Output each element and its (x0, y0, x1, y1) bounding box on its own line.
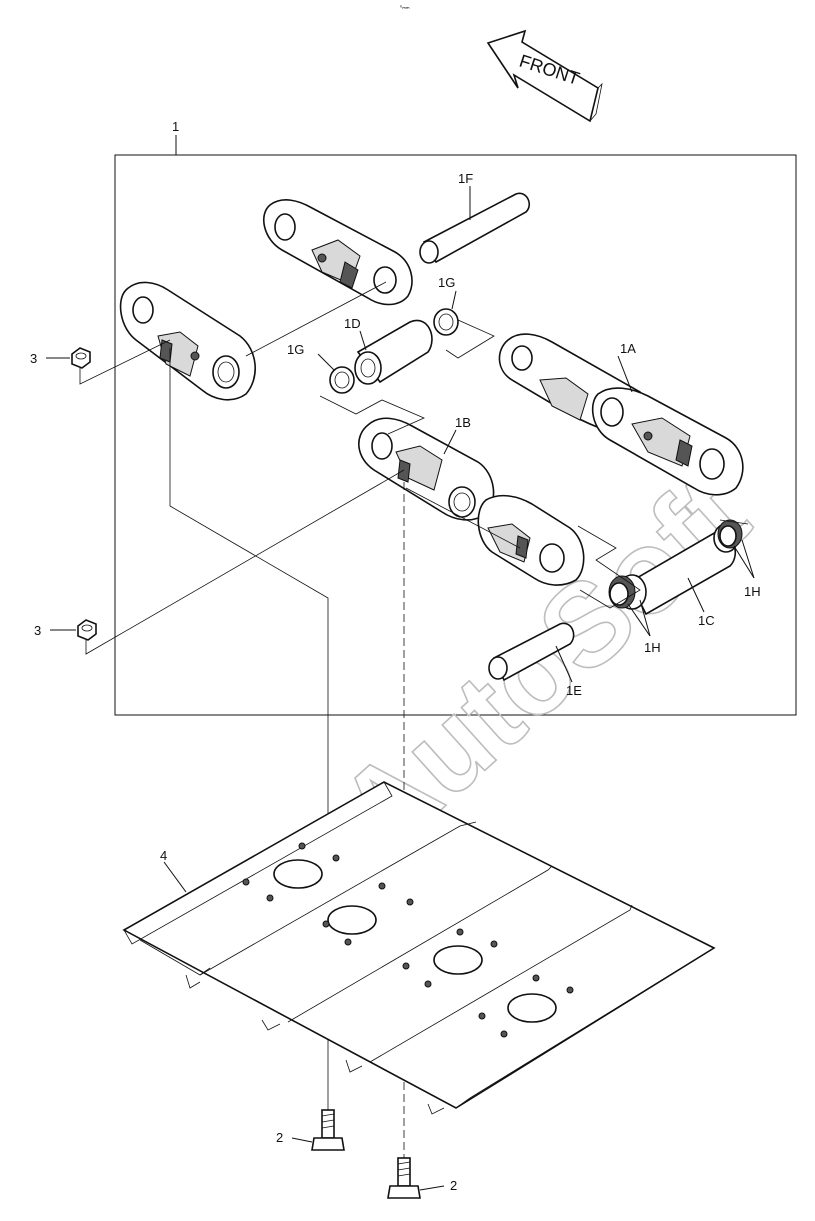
seal-1h-left: 1H (608, 575, 661, 655)
callout-1h-left: 1H (644, 640, 661, 655)
nut-3-bottom: 3 (34, 469, 405, 655)
track-shoe-4: 4 (122, 781, 716, 1115)
link-lower-left (119, 281, 256, 401)
pin-1f: 1F (419, 171, 531, 264)
callout-1a: 1A (620, 341, 636, 356)
callout-1g-top: 1G (438, 275, 455, 290)
seal-1g-left: 1G (287, 342, 425, 435)
callout-3-bottom: 3 (34, 623, 41, 638)
callout-1g-left: 1G (287, 342, 304, 357)
link-1a (498, 333, 744, 496)
callout-1b: 1B (455, 415, 471, 430)
top-mark: ⁿₘₘ (400, 4, 410, 11)
callout-2-right: 2 (450, 1178, 457, 1193)
callout-1d: 1D (344, 316, 361, 331)
seal-1h-right: 1H (717, 519, 761, 599)
track-link-assembly-frame: 1 (114, 119, 797, 716)
bushing-1d: 1D (344, 316, 433, 385)
seal-1g-top: 1G (433, 275, 495, 359)
callout-4: 4 (160, 848, 167, 863)
bolt-2-right: 2 (387, 1157, 457, 1199)
bolt-2-left: 2 (276, 1109, 345, 1151)
callout-1: 1 (172, 119, 179, 134)
link-upper-left (262, 199, 413, 306)
front-direction-arrow: FRONT (486, 29, 603, 123)
callout-1e: 1E (566, 683, 582, 698)
callout-1f: 1F (458, 171, 473, 186)
pin-1e: 1E (488, 622, 582, 698)
link-1b (358, 417, 585, 586)
callout-1c: 1C (698, 613, 715, 628)
nut-3-top: 3 (30, 339, 171, 385)
callout-1h-right: 1H (744, 584, 761, 599)
callout-3-top: 3 (30, 351, 37, 366)
callout-2-left: 2 (276, 1130, 283, 1145)
